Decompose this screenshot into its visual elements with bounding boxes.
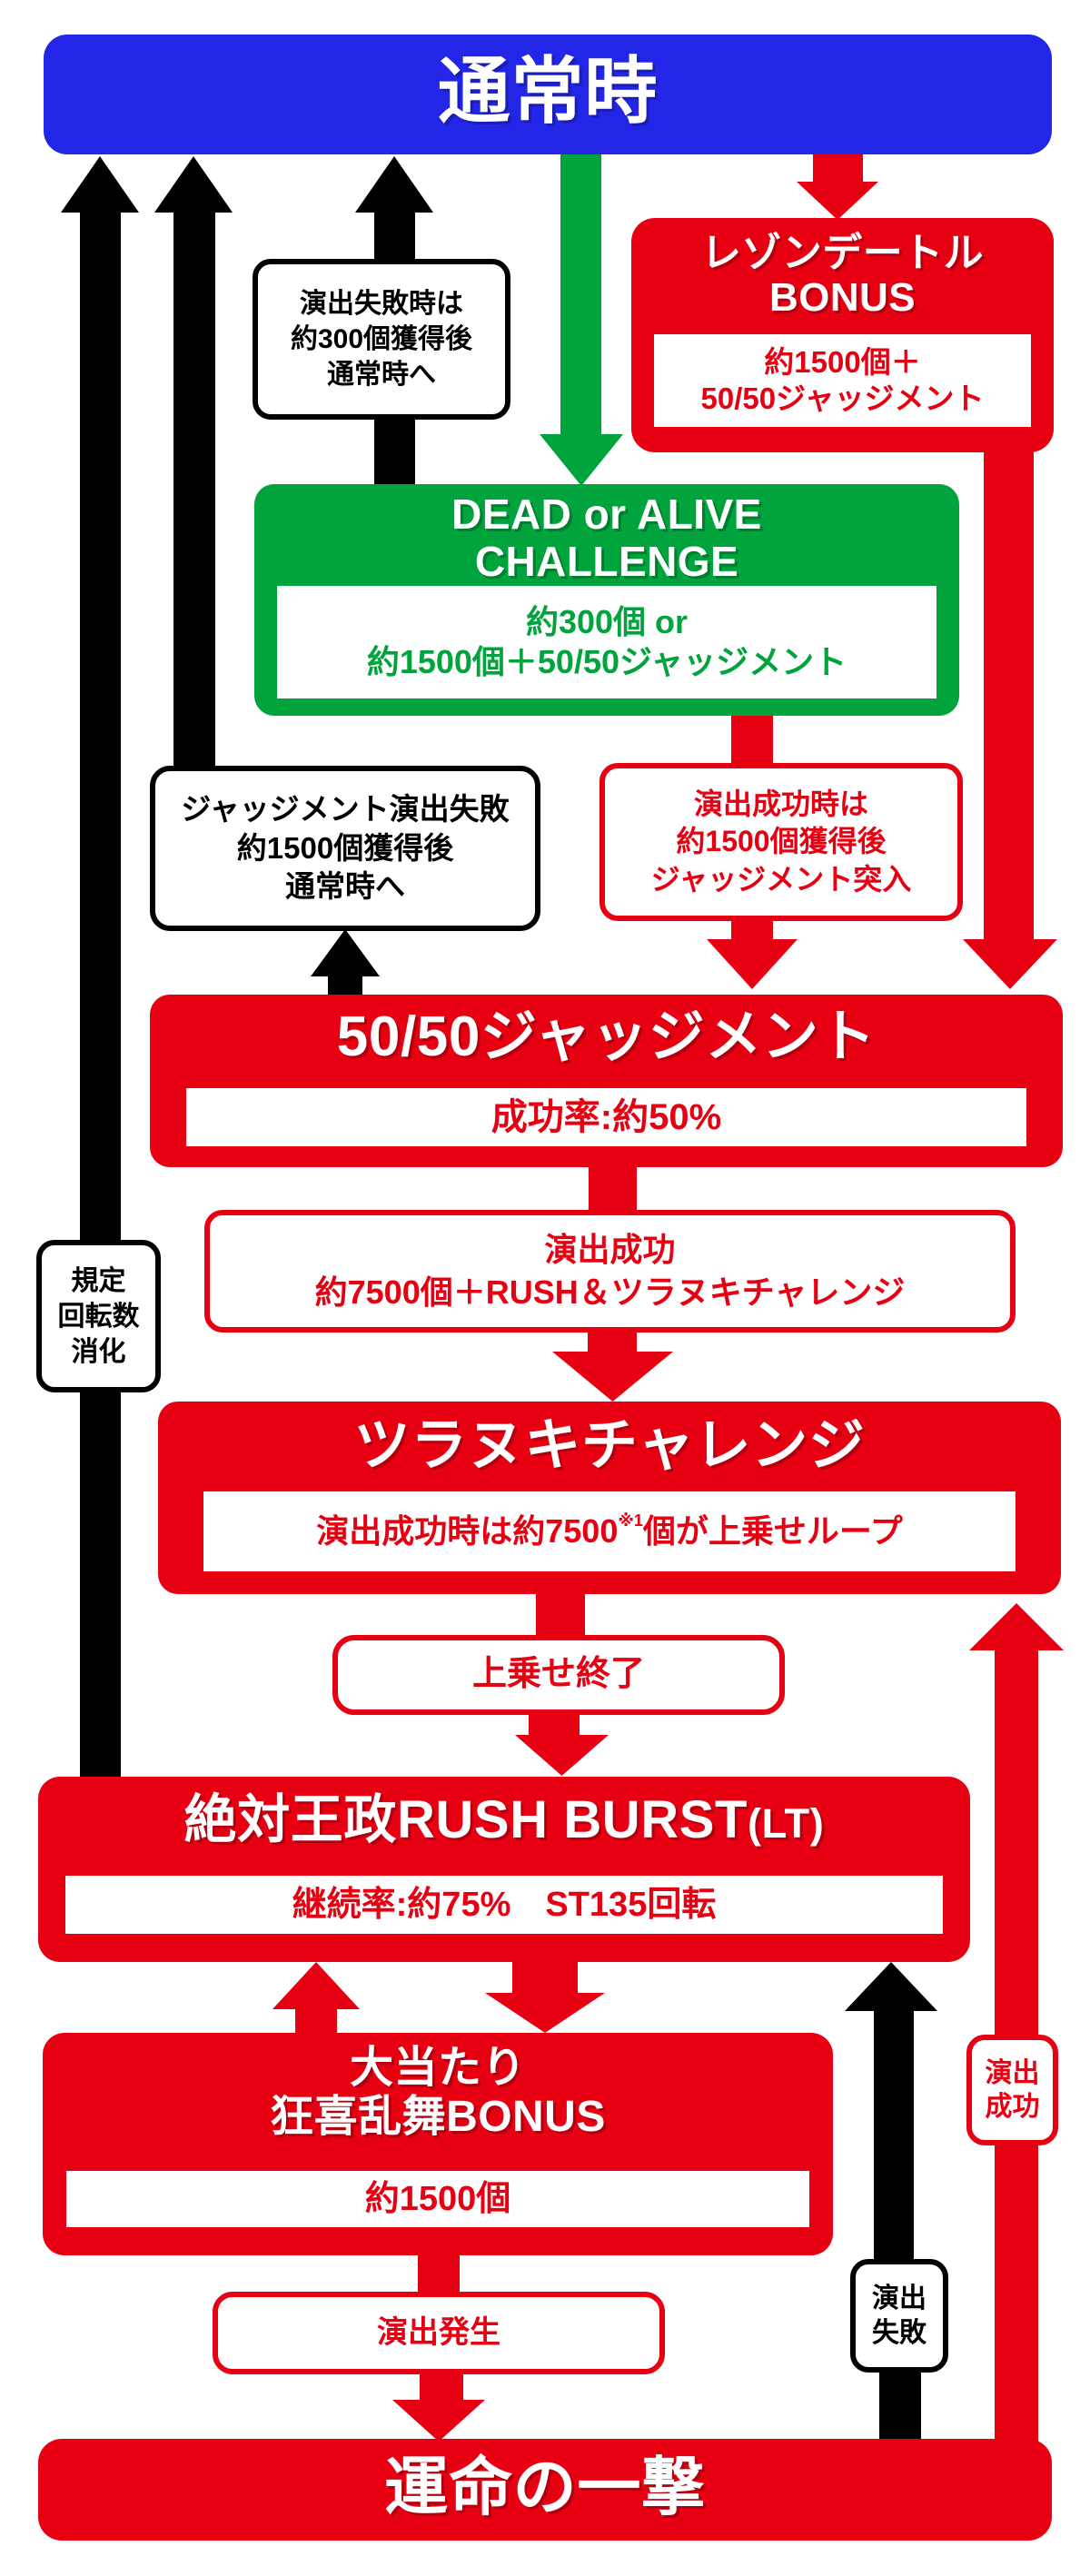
doa-challenge-title-line1: DEAD or ALIVE (451, 490, 762, 538)
arrow-judgefail-to-normal-head (154, 156, 233, 213)
arrow-doa-to-normal-head (355, 156, 433, 213)
arrow-uwanose-to-rush-shaft (529, 1713, 580, 1739)
judge-entry-label: 演出成功時は 約1500個獲得後 ジャッジメント突入 (600, 763, 963, 921)
tsuranuki-box: ツラヌキチャレンジ 演出成功時は約7500※1個が上乗せループ (158, 1402, 1061, 1594)
normal-state-title: 通常時 (437, 51, 659, 132)
judge-success-line2: 約7500個＋RUSH＆ツラヌキチャレンジ (314, 1273, 906, 1311)
arrow-ooatari-to-rush-head (272, 1962, 360, 2009)
raison-bonus-title-line1: レゾンデートル (700, 231, 985, 275)
tsuranuki-note-ref: ※1 (618, 1511, 643, 1531)
ooatari-box: 大当たり 狂喜乱舞BONUS 約1500個 (43, 2033, 833, 2255)
raison-bonus-detail-line1: 約1500個＋ (764, 344, 921, 379)
rush-burst-title-suffix: (LT) (748, 1800, 825, 1847)
arrow-normal-to-doa-head (540, 434, 623, 486)
kitei-label: 規定 回転数 消化 (36, 1240, 161, 1392)
seikou-line1: 演出 (985, 2057, 1040, 2088)
tsuranuki-detail-pre: 演出成功時は約7500 (316, 1512, 619, 1551)
raison-bonus-box: レゾンデートル BONUS 約1500個＋ 50/50ジャッジメント (631, 218, 1054, 452)
raison-bonus-title-line2: BONUS (768, 275, 917, 321)
arrow-ooatari-to-hassei-shaft (418, 2254, 460, 2295)
judge-entry-line1: 演出成功時は (693, 787, 868, 820)
judge-fail-line2: 約1500個獲得後 (236, 830, 454, 865)
tsuranuki-detail-post: 個が上乗せループ (642, 1512, 903, 1551)
arrow-judge-to-success-shaft (589, 1165, 637, 1213)
fail-300-line1: 演出失敗時は (300, 289, 463, 319)
arrow-raison-to-judge-head (963, 939, 1057, 989)
uwanose-end-text: 上乗せ終了 (471, 1655, 645, 1694)
arrow-raison-to-judge-shaft (984, 434, 1034, 943)
shippai-label: 演出 失敗 (850, 2259, 948, 2373)
ooatari-title-line2: 狂喜乱舞BONUS (270, 2092, 606, 2141)
hassei-text: 演出発生 (377, 2315, 500, 2351)
doa-challenge-detail-line2: 約1500個＋50/50ジャッジメント (366, 643, 847, 680)
unmei-title: 運命の一撃 (384, 2452, 706, 2522)
arrow-unmei-to-rush-head (845, 1962, 937, 2011)
judge5050-detail: 成功率:約50% (186, 1088, 1026, 1146)
arrow-judge-to-judgefail-shaft (328, 972, 362, 996)
ooatari-detail: 約1500個 (66, 2171, 809, 2227)
arrow-unmei-to-rush-shaft-upper (874, 2007, 914, 2262)
arrow-doa-to-judge-head (707, 939, 798, 989)
doa-challenge-title-line2: CHALLENGE (474, 537, 739, 585)
judge-fail-line3: 通常時へ (285, 869, 405, 904)
judge-fail-line1: ジャッジメント演出失敗 (181, 791, 510, 826)
tsuranuki-title: ツラヌキチャレンジ (353, 1414, 866, 1477)
arrow-normal-to-raison-shaft (813, 153, 863, 185)
arrow-rush-to-ooatari-head (485, 1993, 605, 2033)
kitei-line2: 回転数 (57, 1301, 140, 1332)
tsuranuki-detail: 演出成功時は約7500※1個が上乗せループ (203, 1491, 1016, 1571)
arrow-success-to-tsuranuki-head (552, 1352, 673, 1402)
normal-state-box: 通常時 (44, 35, 1052, 154)
hassei-label: 演出発生 (213, 2292, 665, 2374)
arrow-normal-to-raison-head (797, 182, 878, 220)
judge-success-line1: 演出成功 (544, 1230, 676, 1268)
raison-bonus-detail: 約1500個＋ 50/50ジャッジメント (654, 334, 1031, 427)
arrow-judgefail-to-normal-shaft (173, 207, 215, 768)
rush-burst-detail: 継続率:約75% ST135回転 (65, 1876, 943, 1934)
arrow-rush-to-normal-shaft (80, 207, 121, 1778)
rush-burst-title-main: 絶対王政RUSH BURST (183, 1790, 748, 1849)
tsuranuki-detail-line: 演出成功時は約7500※1個が上乗せループ (203, 1511, 1016, 1551)
doa-challenge-detail: 約300個 or 約1500個＋50/50ジャッジメント (277, 586, 936, 698)
judge5050-title: 50/50ジャッジメント (336, 1006, 877, 1068)
arrow-hassei-to-unmei-head (392, 2400, 485, 2442)
rush-burst-box: 絶対王政RUSH BURST(LT) 継続率:約75% ST135回転 (38, 1777, 970, 1962)
doa-challenge-box: DEAD or ALIVE CHALLENGE 約300個 or 約1500個＋… (254, 484, 959, 716)
unmei-box: 運命の一撃 (38, 2439, 1052, 2541)
seikou-label: 演出 成功 (966, 2035, 1058, 2145)
raison-bonus-detail-line2: 50/50ジャッジメント (700, 381, 985, 415)
arrow-hassei-to-unmei-shaft (420, 2373, 463, 2403)
kitei-line3: 消化 (71, 1336, 126, 1367)
fail-300-label: 演出失敗時は 約300個獲得後 通常時へ (253, 259, 510, 420)
raison-bonus-title: レゾンデートル BONUS (631, 231, 1054, 321)
judge-entry-line3: ジャッジメント突入 (650, 862, 912, 896)
arrow-tsuranuki-to-uwanose-shaft (536, 1592, 585, 1637)
fail-300-line3: 通常時へ (327, 360, 436, 390)
arrow-unmei-to-rush-shaft-lower (879, 2369, 921, 2443)
arrow-normal-to-doa-shaft (560, 153, 601, 439)
judge-success-label: 演出成功 約7500個＋RUSH＆ツラヌキチャレンジ (204, 1210, 1016, 1333)
arrow-ooatari-to-rush-shaft (295, 2005, 337, 2035)
fail-300-line2: 約300個獲得後 (290, 324, 473, 354)
arrow-rush-to-ooatari-shaft (512, 1960, 578, 1996)
judge-entry-line2: 約1500個獲得後 (676, 825, 887, 858)
arrow-judge-to-judgefail-head (311, 929, 380, 976)
kitei-line1: 規定 (71, 1265, 126, 1296)
ooatari-title: 大当たり 狂喜乱舞BONUS (43, 2044, 833, 2142)
seikou-line2: 成功 (985, 2092, 1040, 2122)
arrow-unmei-to-tsuranuki-head (969, 1603, 1064, 1650)
rush-burst-title: 絶対王政RUSH BURST(LT) (38, 1790, 970, 1850)
doa-challenge-title: DEAD or ALIVE CHALLENGE (254, 490, 959, 585)
shippai-line1: 演出 (872, 2284, 926, 2313)
uwanose-end-label: 上乗せ終了 (332, 1635, 785, 1715)
shippai-line2: 失敗 (872, 2317, 926, 2348)
arrow-rush-to-normal-head (61, 156, 139, 213)
doa-challenge-detail-line1: 約300個 or (525, 603, 689, 641)
arrow-uwanose-to-rush-head (515, 1735, 609, 1776)
judge-fail-label: ジャッジメント演出失敗 約1500個獲得後 通常時へ (150, 766, 540, 931)
ooatari-title-line1: 大当たり (350, 2044, 526, 2092)
judge5050-box: 50/50ジャッジメント 成功率:約50% (150, 995, 1063, 1167)
